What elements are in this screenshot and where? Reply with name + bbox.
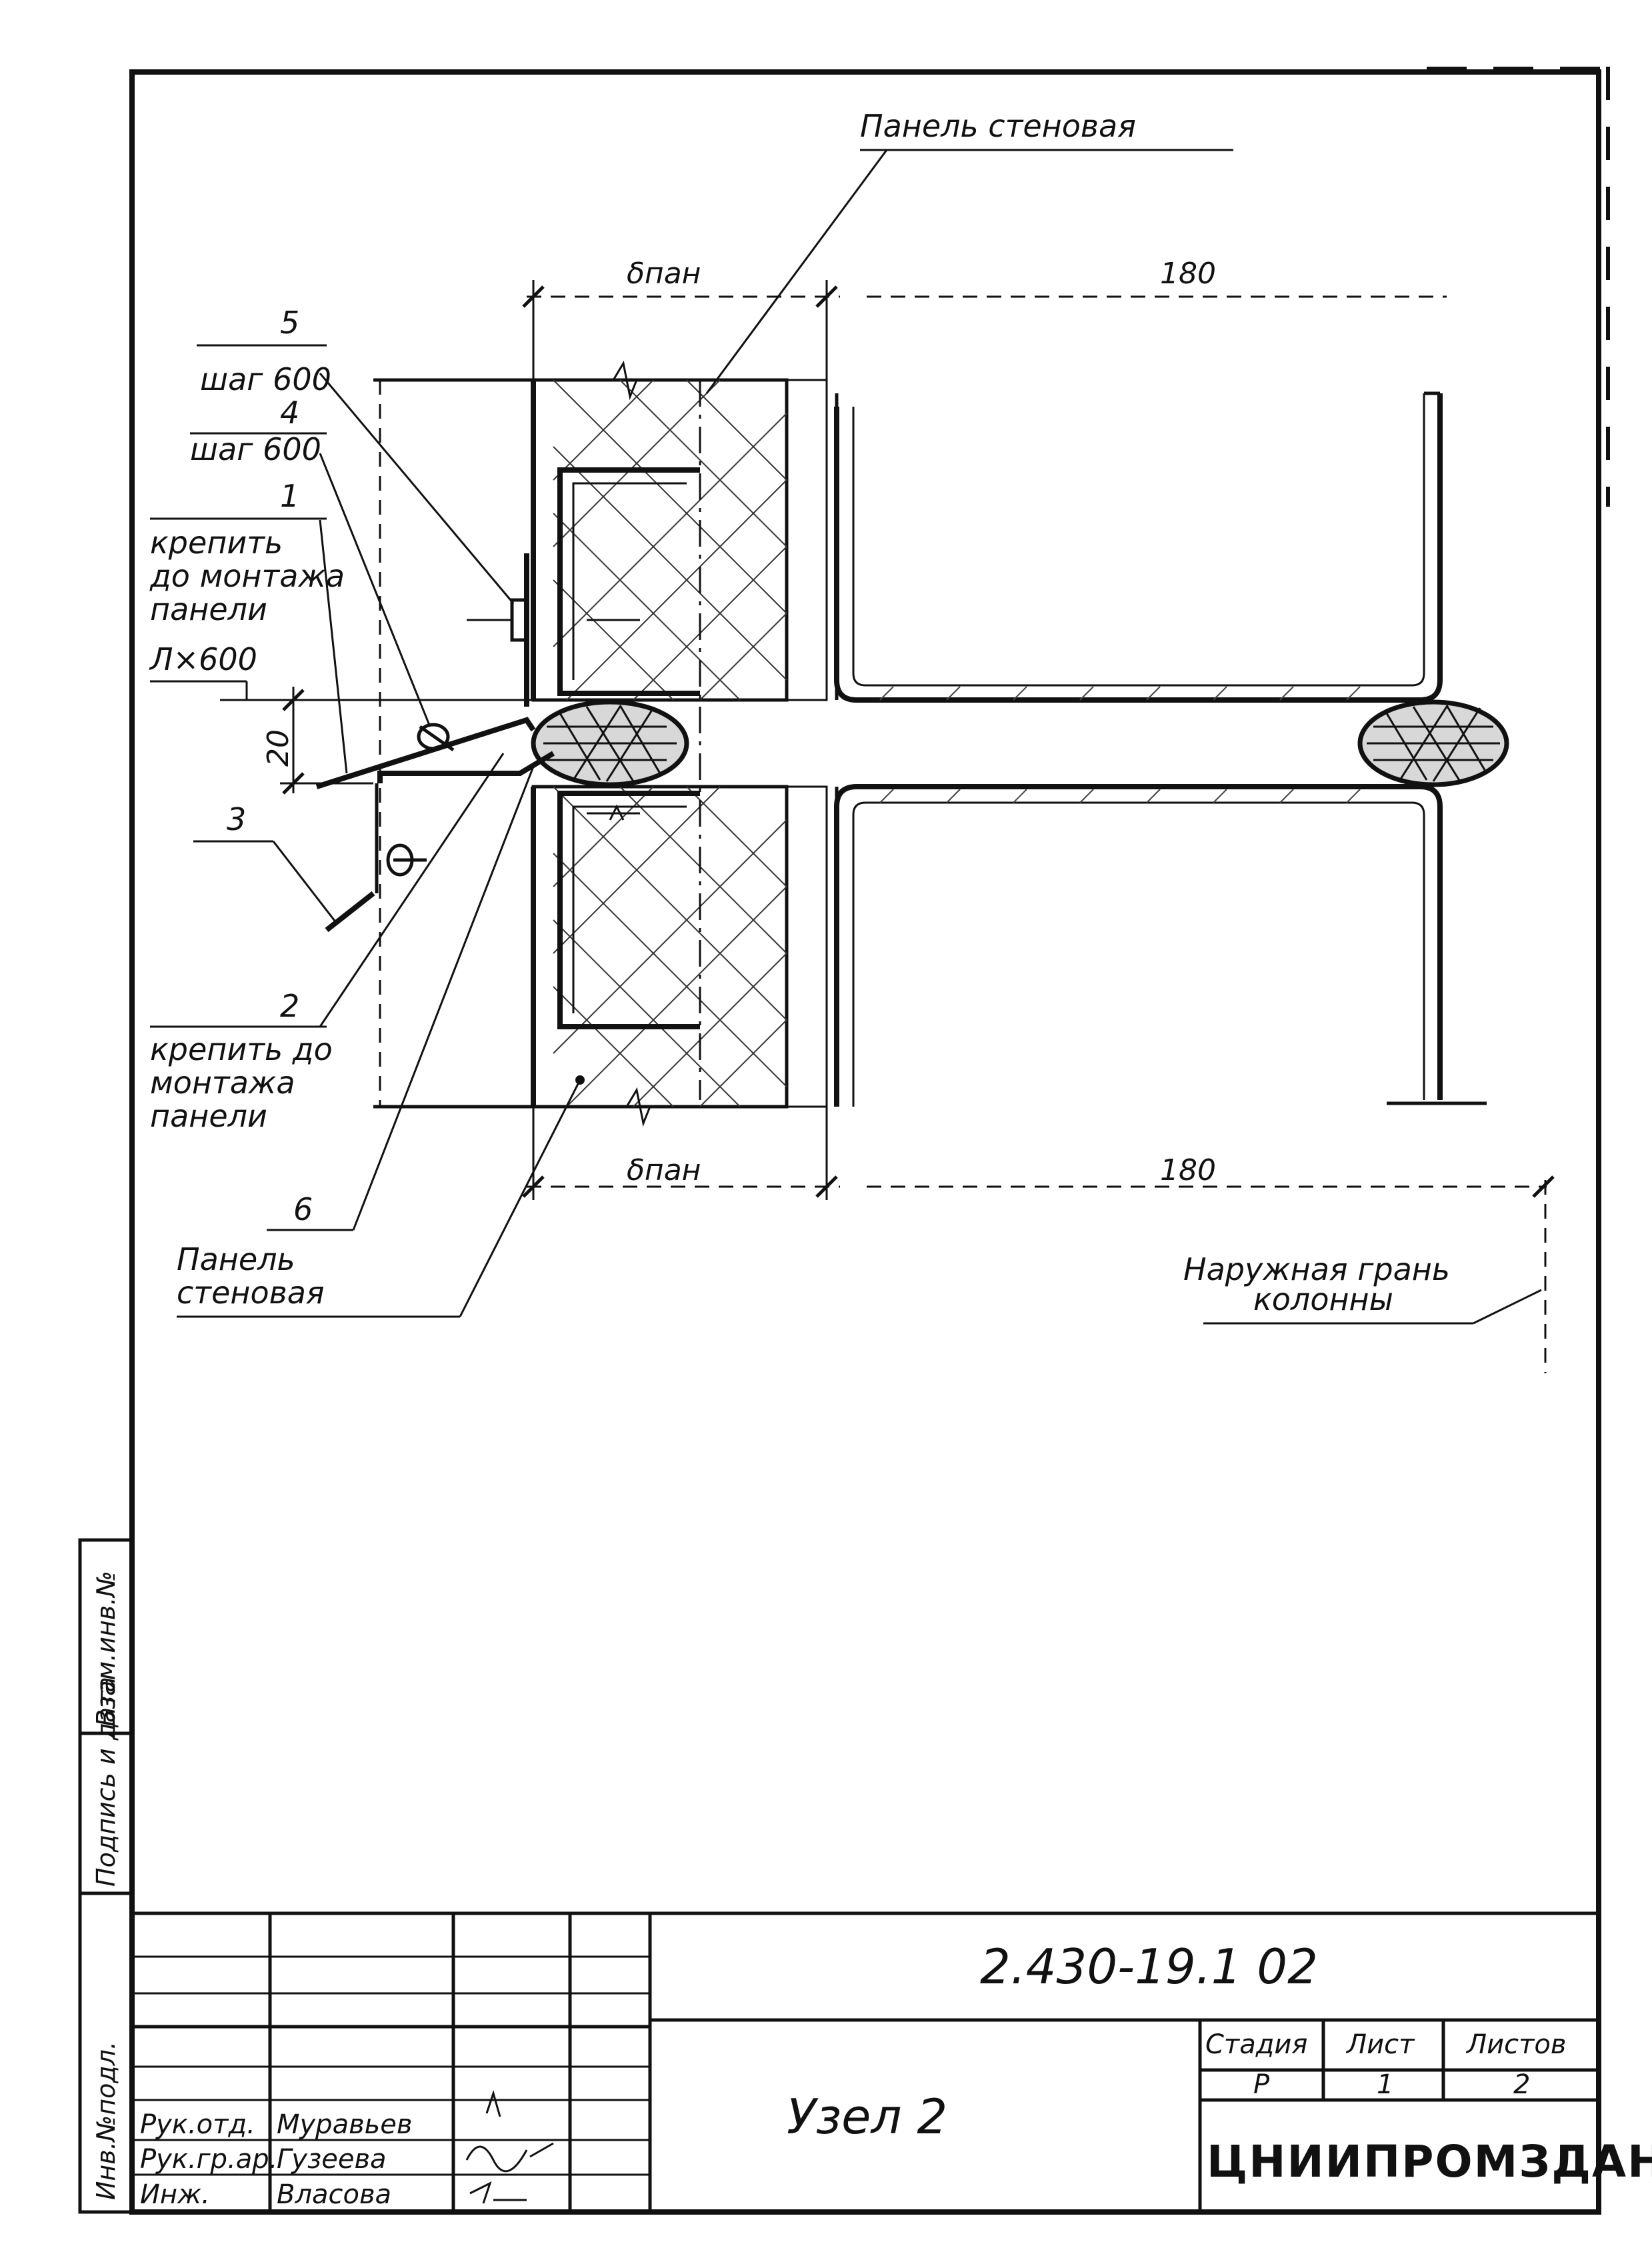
label-item-5: 5 шаг 600 bbox=[197, 305, 515, 604]
sheet-header: Лист bbox=[1345, 2029, 1415, 2060]
side-stamp: Инв.№подл. Подпись и дата Взам.инв.№ bbox=[91, 1571, 121, 2200]
dim-20: 20 bbox=[261, 729, 295, 767]
organization-name: ЦНИИПРОМЗДАНИЙ bbox=[1207, 2135, 1652, 2187]
dim-pan-top: δпан bbox=[627, 257, 701, 291]
sheets-value: 2 bbox=[1513, 2069, 1530, 2100]
break-mark-bottom bbox=[625, 1087, 651, 1127]
item2-note-line3: панели bbox=[150, 1098, 267, 1134]
left-bracket-guides bbox=[373, 378, 701, 1109]
item2-number: 2 bbox=[280, 988, 299, 1024]
item1-note-line1: крепить bbox=[150, 525, 283, 561]
dim-pan-bottom: δпан bbox=[627, 1153, 701, 1187]
lower-wall-panel bbox=[531, 785, 839, 1109]
column-face-line1: Наружная грань bbox=[1183, 1251, 1450, 1287]
item4-step: шаг 600 bbox=[190, 431, 321, 467]
side-inv-podl: Инв.№подл. bbox=[91, 2041, 121, 2200]
item2-note-line2: монтажа bbox=[150, 1065, 295, 1101]
panel-bottom-line1: Панель bbox=[177, 1241, 295, 1277]
item1-number: 1 bbox=[280, 478, 299, 514]
item4-number: 4 bbox=[280, 395, 299, 431]
item2-note-line1: крепить до bbox=[150, 1031, 333, 1067]
signature-3 bbox=[469, 2181, 527, 2204]
panel-top-label: Панель стеновая bbox=[860, 108, 1136, 144]
signature-2 bbox=[465, 2142, 554, 2173]
label-panel-top: Панель стеновая bbox=[705, 108, 1233, 394]
sheet-frame bbox=[78, 67, 1613, 2215]
role-2: Рук.гр.ар. bbox=[140, 2144, 277, 2175]
fastening-elements bbox=[315, 553, 640, 933]
label-item-3: 3 bbox=[193, 801, 338, 924]
role-3: Инж. bbox=[140, 2179, 210, 2210]
dimension-20: 20 bbox=[220, 687, 533, 795]
break-mark-top bbox=[612, 360, 638, 401]
upper-panel-hatch bbox=[553, 379, 787, 701]
side-sign-date: Подпись и дата bbox=[91, 1677, 121, 1887]
dimensions-top: δпан 180 bbox=[522, 257, 1447, 383]
item5-number: 5 bbox=[280, 305, 299, 341]
label-item-2: 2 крепить до монтажа панели bbox=[150, 753, 505, 1134]
item1-note-line3: панели bbox=[150, 591, 267, 627]
lower-panel-hatch bbox=[553, 786, 787, 1107]
item1-note-line2: до монтажа bbox=[149, 558, 345, 594]
role-1: Рук.отд. bbox=[140, 2109, 255, 2140]
panel-bottom-line2: стеновая bbox=[177, 1275, 325, 1311]
drawing-title: Узел 2 bbox=[787, 2089, 947, 2145]
item3-number: 3 bbox=[227, 801, 246, 837]
item5-step: шаг 600 bbox=[200, 361, 331, 397]
signature-1 bbox=[485, 2089, 527, 2117]
item-l600-label: Л×600 bbox=[149, 641, 257, 677]
title-block: 2.430-19.1 02 Узел 2 Стадия Лист Листов … bbox=[132, 1911, 1652, 2212]
item6-number: 6 bbox=[293, 1191, 313, 1227]
upper-wall-panel bbox=[531, 378, 839, 702]
dimensions-bottom: δпан 180 bbox=[522, 1107, 1555, 1373]
dim-180-top: 180 bbox=[1160, 257, 1216, 291]
sheet-value: 1 bbox=[1377, 2069, 1393, 2100]
name-3: Власова bbox=[277, 2179, 391, 2210]
label-item-6: 6 bbox=[267, 766, 535, 1231]
name-2: Гузеева bbox=[277, 2144, 387, 2175]
name-1: Муравьев bbox=[277, 2109, 412, 2140]
column-face-line2: колонны bbox=[1253, 1281, 1393, 1317]
sheets-header: Листов bbox=[1465, 2029, 1566, 2060]
stage-value: Р bbox=[1253, 2069, 1270, 2100]
side-vzam-inv: Взам.инв.№ bbox=[91, 1571, 121, 1727]
stage-header: Стадия bbox=[1205, 2029, 1307, 2060]
sealant-gasket-left bbox=[531, 699, 689, 787]
sealant-gasket-right bbox=[1357, 699, 1509, 787]
label-item-1: 1 крепить до монтажа панели bbox=[149, 478, 348, 774]
label-column-face: Наружная грань колонны bbox=[1183, 1251, 1542, 1325]
drawing-code: 2.430-19.1 02 bbox=[980, 1939, 1318, 1995]
dim-180-bottom: 180 bbox=[1160, 1153, 1216, 1187]
label-item-4: 4 шаг 600 bbox=[190, 395, 431, 727]
column-profile bbox=[834, 391, 1487, 1107]
label-l600: Л×600 bbox=[149, 641, 257, 700]
label-panel-bottom: Панель стеновая bbox=[177, 1075, 585, 1318]
